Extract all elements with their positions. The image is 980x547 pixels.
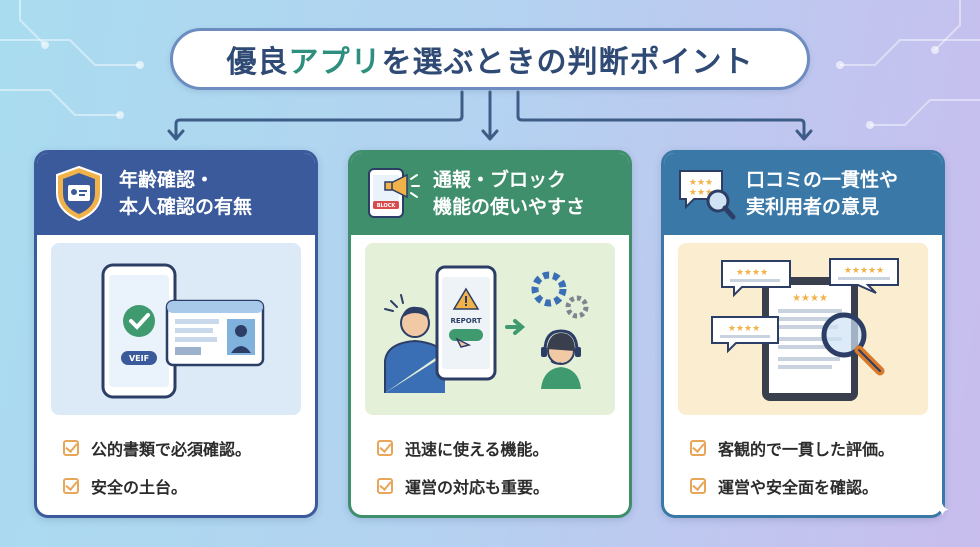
sparkle-icon: ✦	[934, 500, 950, 521]
block-label: BLOCK	[377, 203, 397, 209]
svg-text:★★★★: ★★★★	[736, 268, 768, 278]
check-item: 公的書類で必須確認。	[63, 433, 251, 463]
check-icon	[63, 478, 79, 494]
card-header: 年齢確認・ 本人確認の有無	[37, 153, 315, 235]
check-item: 運営や安全面を確認。	[690, 471, 894, 501]
svg-text:★★★: ★★★	[689, 188, 713, 198]
check-item: 客観的で一貫した評価。	[690, 433, 894, 463]
check-text: 公的書類で必須確認。	[91, 440, 252, 459]
report-label: REPORT	[450, 317, 481, 325]
svg-text:★★★★: ★★★★	[792, 293, 828, 304]
shield-id-icon	[56, 165, 102, 222]
check-icon	[377, 440, 393, 456]
card-heading-line1: 口コミの一貫性や	[746, 169, 899, 191]
check-item: 運営の対応も重要。	[377, 471, 549, 501]
check-text: 運営や安全面を確認。	[718, 478, 879, 497]
card-heading-line1: 年齢確認・	[119, 169, 215, 191]
phone-megaphone-icon: BLOCK	[368, 168, 420, 218]
card-report-block: BLOCK 通報・ブロック 機能の使いやすさ REPORT	[348, 150, 632, 518]
card-age-verification: 年齢確認・ 本人確認の有無 VEIF 公的書類で必須確認。	[34, 150, 318, 518]
svg-text:★★★: ★★★	[689, 178, 713, 188]
card-heading-line2: 機能の使いやすさ	[433, 196, 586, 218]
check-icon	[377, 478, 393, 494]
check-icon	[690, 440, 706, 456]
check-item: 迅速に使える機能。	[377, 433, 549, 463]
card-heading-line2: 実利用者の意見	[746, 196, 880, 218]
svg-text:★★★★★: ★★★★★	[844, 266, 884, 276]
card-heading-line2: 本人確認の有無	[119, 196, 253, 218]
verif-label: VEIF	[129, 354, 149, 363]
check-text: 迅速に使える機能。	[405, 440, 549, 459]
review-magnifier-icon: ★★★ ★★★	[679, 170, 736, 220]
check-text: 運営の対応も重要。	[405, 478, 550, 497]
check-text: 客観的で一貫した評価。	[718, 440, 895, 459]
card-header: BLOCK 通報・ブロック 機能の使いやすさ	[351, 153, 629, 235]
card-reviews: ★★★ ★★★ 口コミの一貫性や 実利用者の意見 ★★★★ ★★★★	[661, 150, 945, 518]
svg-text:★★★★: ★★★★	[728, 324, 760, 334]
illustration-report: REPORT	[365, 243, 615, 415]
check-item: 安全の土台。	[63, 471, 251, 501]
check-text: 安全の土台。	[91, 478, 188, 497]
card-header: ★★★ ★★★ 口コミの一貫性や 実利用者の意見	[664, 153, 942, 235]
card-heading-line1: 通報・ブロック	[433, 169, 567, 191]
title-accent: アプリ	[288, 45, 382, 80]
illustration-reviews: ★★★★ ★★★★ ★★★★★ ★★★★	[678, 243, 928, 415]
check-icon	[690, 478, 706, 494]
illustration-phone-id: VEIF	[51, 243, 301, 415]
page-title: 優良アプリを選ぶときの判断ポイント	[170, 28, 810, 90]
check-icon	[63, 440, 79, 456]
title-prefix: 優良	[226, 45, 289, 80]
title-suffix: を選ぶときの判断ポイント	[381, 45, 754, 80]
